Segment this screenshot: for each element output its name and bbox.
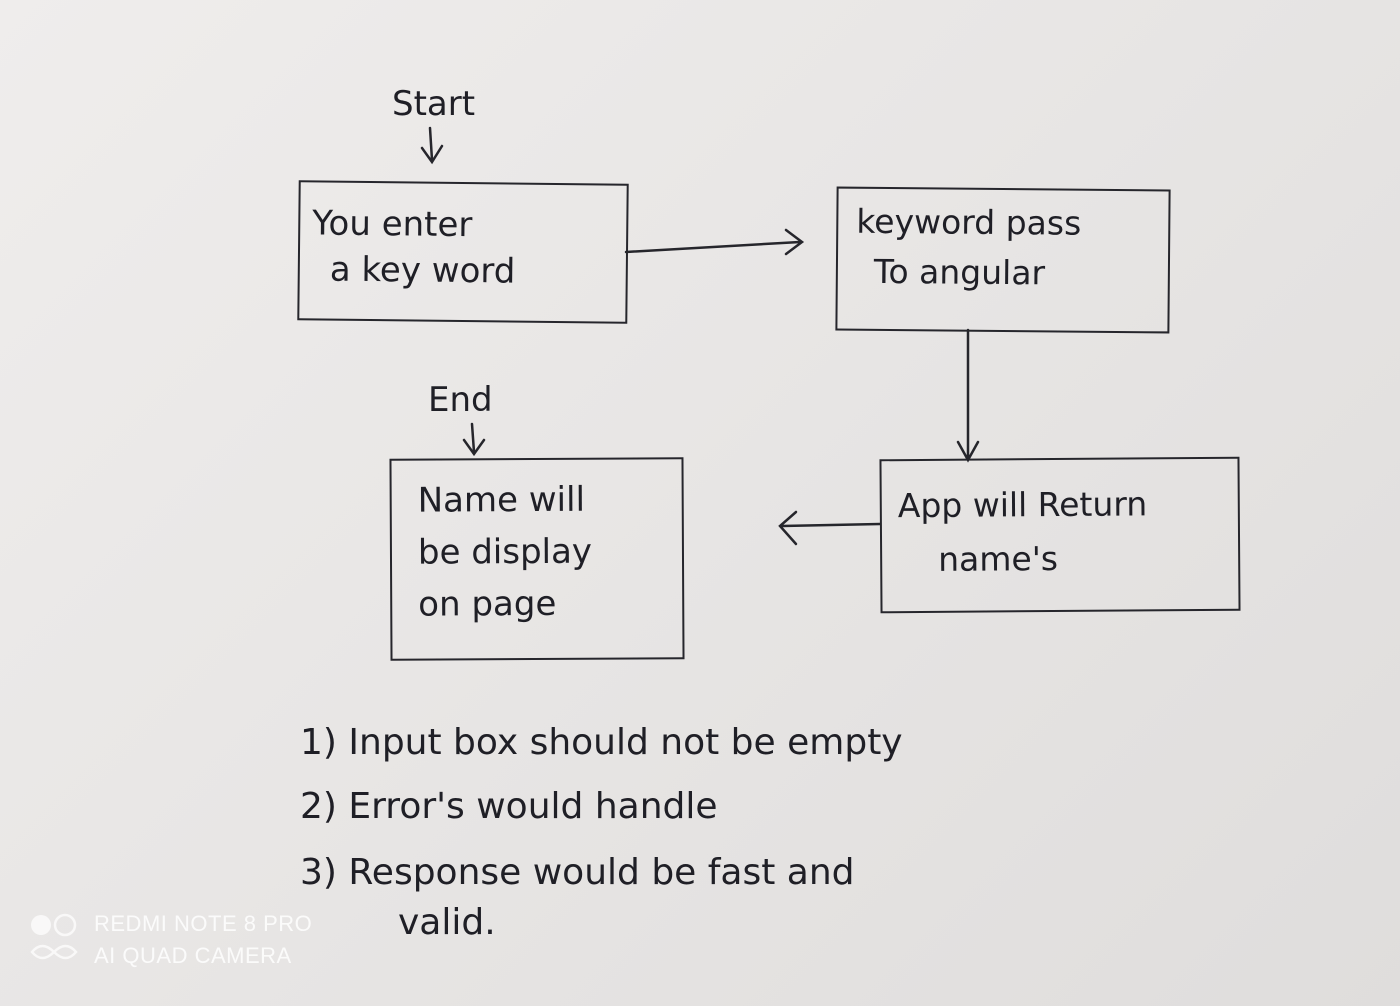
node-display-line1: Name will bbox=[417, 479, 586, 521]
arrow-enter-to-pass bbox=[624, 228, 805, 256]
end-arrow bbox=[462, 422, 486, 457]
node-display-line3: on page bbox=[418, 583, 557, 625]
node-enter-keyword: You enter a key word bbox=[297, 180, 629, 324]
node-name-display: Name will be display on page bbox=[389, 457, 685, 661]
node-pass-line2: To angular bbox=[873, 251, 1046, 293]
note-item-1: 1) Input box should not be empty bbox=[300, 722, 903, 763]
arrow-pass-to-return bbox=[956, 328, 980, 463]
node-display-line2: be display bbox=[417, 531, 593, 573]
node-return-line1: App will Return bbox=[897, 484, 1148, 526]
arrow-return-to-display bbox=[778, 510, 882, 546]
note-item-3-continued: valid. bbox=[398, 902, 496, 943]
node-keyword-pass: keyword pass To angular bbox=[835, 186, 1171, 334]
watermark-line1: REDMI NOTE 8 PRO bbox=[94, 911, 313, 936]
camera-logo-icon bbox=[30, 913, 78, 960]
start-arrow bbox=[420, 126, 444, 165]
end-label: End bbox=[428, 380, 493, 420]
node-pass-line1: keyword pass bbox=[856, 201, 1082, 243]
camera-watermark: REDMI NOTE 8 PRO AI QUAD CAMERA bbox=[28, 908, 312, 972]
node-return-line2: name's bbox=[938, 539, 1059, 579]
node-enter-line1: You enter bbox=[312, 203, 473, 246]
watermark-line2: AI QUAD CAMERA bbox=[94, 943, 292, 968]
node-enter-line2: a key word bbox=[329, 249, 516, 292]
note-item-3: 3) Response would be fast and bbox=[300, 852, 855, 893]
start-label: Start bbox=[392, 84, 476, 124]
node-app-return: App will Return name's bbox=[879, 456, 1241, 614]
note-item-2: 2) Error's would handle bbox=[300, 786, 718, 827]
